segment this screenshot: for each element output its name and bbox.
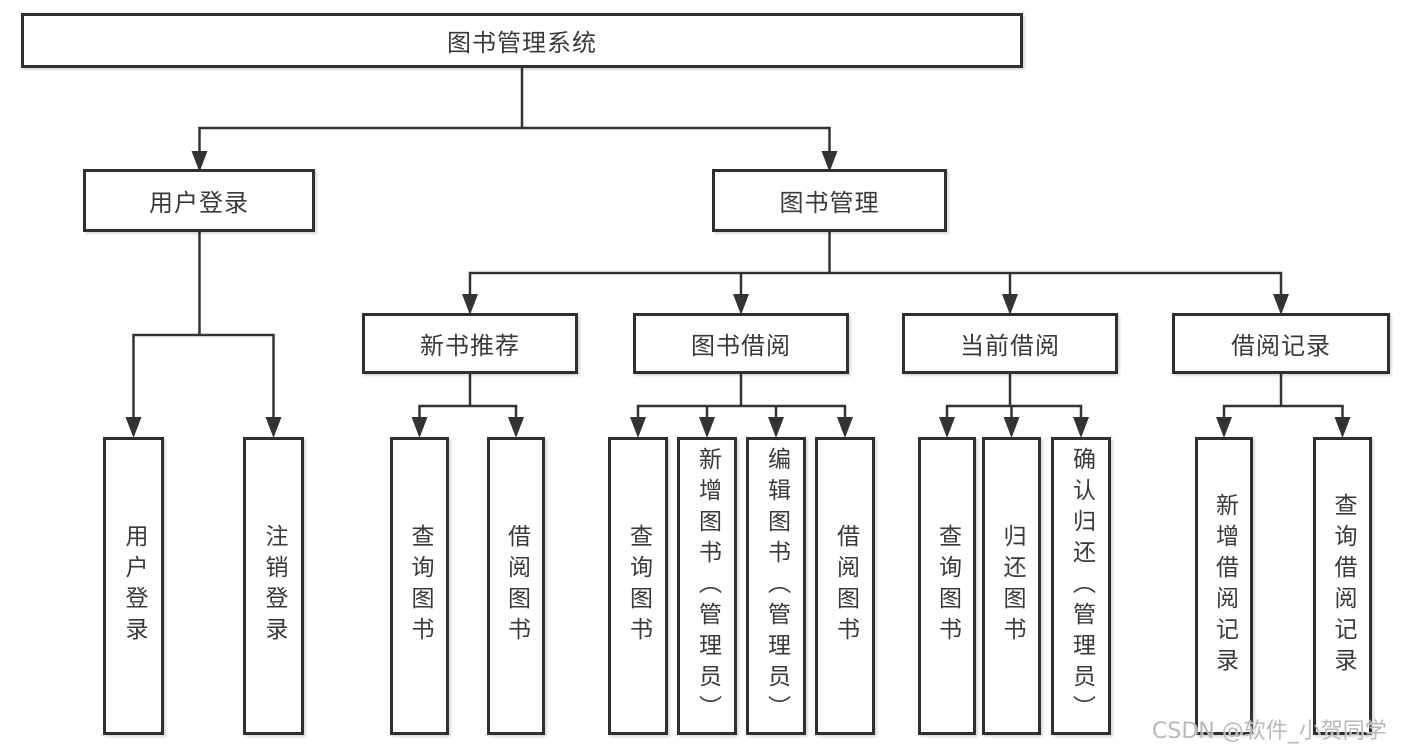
leaf-nb-query-books-label: 查询图书: [407, 524, 433, 648]
leaf-nb-query-books: 查询图书: [390, 437, 449, 735]
leaf-nb-borrow-books-label: 借阅图书: [503, 524, 530, 648]
leaf-br-add-record-label: 新增借阅记录: [1211, 493, 1238, 679]
leaf-cb-query-books-label: 查询图书: [934, 524, 961, 648]
node-book-borrowing: 图书借阅: [633, 313, 849, 374]
node-user-login-branch: 用户登录: [83, 169, 315, 232]
leaf-cb-return-books: 归还图书: [982, 437, 1041, 735]
node-borrowing-records-label: 借阅记录: [1231, 332, 1331, 360]
node-user-login-label: 用户登录: [149, 189, 249, 217]
leaf-bb-edit-books-admin: 编辑图书（管理员）: [746, 437, 806, 735]
csdn-watermark: CSDN @软件_小贺同学: [1152, 719, 1387, 744]
leaf-cb-confirm-return-admin-label: 确认归还（管理员）: [1068, 446, 1095, 726]
node-library-system-label: 图书管理系统: [447, 29, 597, 57]
leaf-bb-query-books-label: 查询图书: [625, 524, 652, 648]
leaf-cb-confirm-return-admin: 确认归还（管理员）: [1051, 437, 1111, 735]
node-current-borrowing: 当前借阅: [902, 313, 1118, 374]
node-current-borrowing-label: 当前借阅: [960, 332, 1060, 360]
node-borrowing-records: 借阅记录: [1172, 313, 1390, 374]
leaf-logout-login: 注销登录: [243, 437, 304, 735]
leaf-user-login-label: 用户登录: [121, 524, 147, 648]
node-book-borrowing-label: 图书借阅: [691, 332, 791, 360]
leaf-bb-borrow-books: 借阅图书: [815, 437, 875, 735]
leaf-bb-add-books-admin-label: 新增图书（管理员）: [694, 446, 721, 726]
leaf-br-add-record: 新增借阅记录: [1195, 437, 1253, 735]
node-new-book-recommend: 新书推荐: [362, 313, 578, 374]
leaf-nb-borrow-books: 借阅图书: [487, 437, 545, 735]
node-book-management: 图书管理: [712, 169, 947, 232]
leaf-logout-login-label: 注销登录: [261, 524, 287, 648]
leaf-bb-borrow-books-label: 借阅图书: [832, 524, 859, 648]
leaf-bb-add-books-admin: 新增图书（管理员）: [677, 437, 737, 735]
leaf-user-login: 用户登录: [103, 437, 164, 735]
leaf-bb-query-books: 查询图书: [608, 437, 668, 735]
node-book-management-label: 图书管理: [779, 189, 880, 217]
leaf-cb-return-books-label: 归还图书: [999, 524, 1025, 648]
node-library-system: 图书管理系统: [21, 13, 1023, 68]
leaf-br-query-record-label: 查询借阅记录: [1330, 493, 1356, 679]
leaf-br-query-record: 查询借阅记录: [1313, 437, 1372, 735]
arrowheads: [125, 151, 1351, 438]
node-new-book-recommend-label: 新书推荐: [420, 332, 520, 360]
leaf-cb-query-books: 查询图书: [918, 437, 976, 735]
leaf-bb-edit-books-admin-label: 编辑图书（管理员）: [763, 446, 790, 726]
